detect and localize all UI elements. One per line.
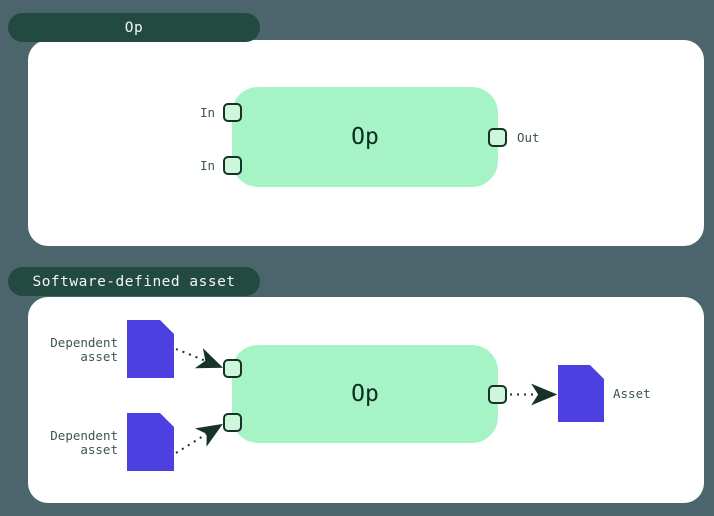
dependent-asset-label: Dependent asset xyxy=(50,335,118,364)
input-port-icon xyxy=(223,413,242,432)
input-port-icon xyxy=(223,359,242,378)
op-node-label: Op xyxy=(351,381,379,407)
input-port-icon xyxy=(223,156,242,175)
dependent-asset-document-icon xyxy=(127,320,174,378)
input-label: In xyxy=(199,158,215,173)
asset-label: Asset xyxy=(613,386,651,401)
dependent-asset-label: Dependent asset xyxy=(50,428,118,457)
sda-section-tab: Software-defined asset xyxy=(8,267,260,296)
op-section-tab: Op xyxy=(8,13,260,42)
asset-document-icon xyxy=(558,365,604,422)
output-label: Out xyxy=(517,130,540,145)
op-node: Op xyxy=(232,87,498,187)
dependent-asset-document-icon xyxy=(127,413,174,471)
input-label: In xyxy=(199,105,215,120)
op-node: Op xyxy=(232,345,498,443)
op-node-label: Op xyxy=(351,124,379,150)
output-port-icon xyxy=(488,385,507,404)
input-port-icon xyxy=(223,103,242,122)
output-port-icon xyxy=(488,128,507,147)
